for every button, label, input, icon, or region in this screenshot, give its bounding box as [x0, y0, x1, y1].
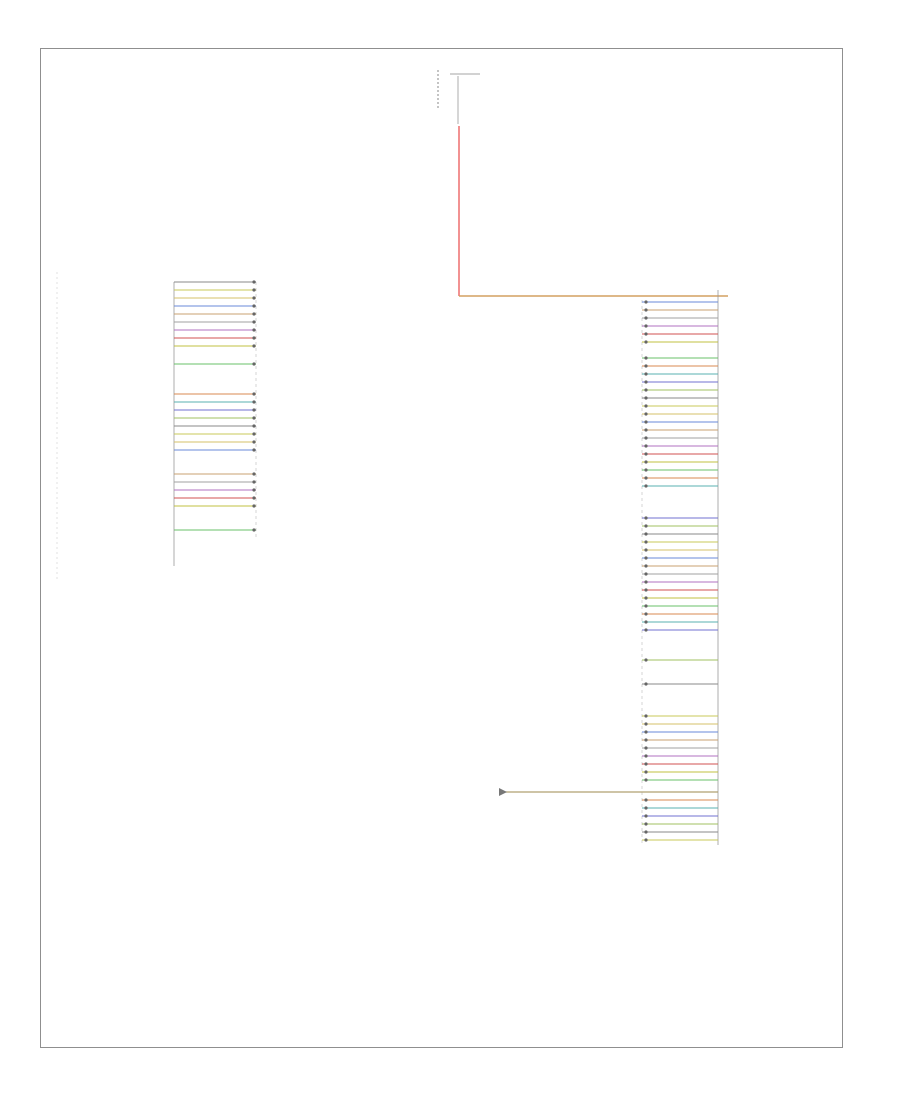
left-wire-15-terminal	[252, 424, 256, 428]
ground-arrow-icon	[499, 788, 507, 796]
right-wire-23-terminal	[644, 484, 648, 488]
right-wire-31-terminal	[644, 572, 648, 576]
left-wire-3-terminal	[252, 296, 256, 300]
right-wire-17-terminal	[644, 436, 648, 440]
right-wire-46-terminal	[644, 754, 648, 758]
left-wire-4-terminal	[252, 304, 256, 308]
right-wire-5-terminal	[644, 332, 648, 336]
left-wire-5-terminal	[252, 312, 256, 316]
right-wire-22-terminal	[644, 476, 648, 480]
right-wire-33-terminal	[644, 588, 648, 592]
right-wire-29-terminal	[644, 556, 648, 560]
right-wire-49-terminal	[644, 778, 648, 782]
left-wire-11-terminal	[252, 392, 256, 396]
right-wire-37-terminal	[644, 620, 648, 624]
right-wire-35-terminal	[644, 604, 648, 608]
right-wire-26-terminal	[644, 532, 648, 536]
left-wire-23-terminal	[252, 504, 256, 508]
left-wire-10-terminal	[252, 362, 256, 366]
fuse-block	[437, 70, 480, 124]
left-wire-6-terminal	[252, 320, 256, 324]
right-wire-24-terminal	[644, 516, 648, 520]
left-wire-24-terminal	[252, 528, 256, 532]
right-wire-53-terminal	[644, 822, 648, 826]
right-wire-30-terminal	[644, 564, 648, 568]
left-wire-set	[174, 280, 256, 532]
right-wire-13-terminal	[644, 404, 648, 408]
right-wire-28-terminal	[644, 548, 648, 552]
left-wire-9-terminal	[252, 344, 256, 348]
right-wire-43-terminal	[644, 730, 648, 734]
right-wire-20-terminal	[644, 460, 648, 464]
right-wire-41-terminal	[644, 714, 648, 718]
right-wire-7-terminal	[644, 356, 648, 360]
right-wire-55-terminal	[644, 838, 648, 842]
left-wire-18-terminal	[252, 448, 256, 452]
right-wire-42-terminal	[644, 722, 648, 726]
right-wire-11-terminal	[644, 388, 648, 392]
right-wire-1-terminal	[644, 300, 648, 304]
right-wire-4-terminal	[644, 324, 648, 328]
right-wire-52-terminal	[644, 814, 648, 818]
right-wire-3-terminal	[644, 316, 648, 320]
right-wire-36-terminal	[644, 612, 648, 616]
left-wire-22-terminal	[252, 496, 256, 500]
right-wire-12-terminal	[644, 396, 648, 400]
right-wire-27-terminal	[644, 540, 648, 544]
left-wire-21-terminal	[252, 488, 256, 492]
right-wire-16-terminal	[644, 428, 648, 432]
left-wire-1-terminal	[252, 280, 256, 284]
left-wire-20-terminal	[252, 480, 256, 484]
left-wire-2-terminal	[252, 288, 256, 292]
right-wire-set	[642, 300, 718, 842]
right-wire-21-terminal	[644, 468, 648, 472]
right-wire-47-terminal	[644, 762, 648, 766]
right-wire-25-terminal	[644, 524, 648, 528]
right-wire-15-terminal	[644, 420, 648, 424]
left-wire-14-terminal	[252, 416, 256, 420]
right-wire-10-terminal	[644, 380, 648, 384]
right-wire-8-terminal	[644, 364, 648, 368]
right-wire-39-terminal	[644, 658, 648, 662]
left-wire-19-terminal	[252, 472, 256, 476]
right-wire-44-terminal	[644, 738, 648, 742]
diagram-frame	[40, 48, 843, 1048]
left-wire-8-terminal	[252, 336, 256, 340]
right-wire-38-terminal	[644, 628, 648, 632]
left-wire-7-terminal	[252, 328, 256, 332]
right-wire-2-terminal	[644, 308, 648, 312]
right-wire-9-terminal	[644, 372, 648, 376]
right-wire-54-terminal	[644, 830, 648, 834]
right-wire-51-terminal	[644, 806, 648, 810]
right-wire-19-terminal	[644, 452, 648, 456]
right-wire-45-terminal	[644, 746, 648, 750]
right-wire-32-terminal	[644, 580, 648, 584]
right-wire-50-terminal	[644, 798, 648, 802]
right-wire-18-terminal	[644, 444, 648, 448]
left-wire-12-terminal	[252, 400, 256, 404]
right-wire-34-terminal	[644, 596, 648, 600]
left-wire-13-terminal	[252, 408, 256, 412]
left-wire-16-terminal	[252, 432, 256, 436]
right-wire-48-terminal	[644, 770, 648, 774]
right-wire-40-terminal	[644, 682, 648, 686]
right-wire-6-terminal	[644, 340, 648, 344]
right-wire-14-terminal	[644, 412, 648, 416]
left-wire-17-terminal	[252, 440, 256, 444]
